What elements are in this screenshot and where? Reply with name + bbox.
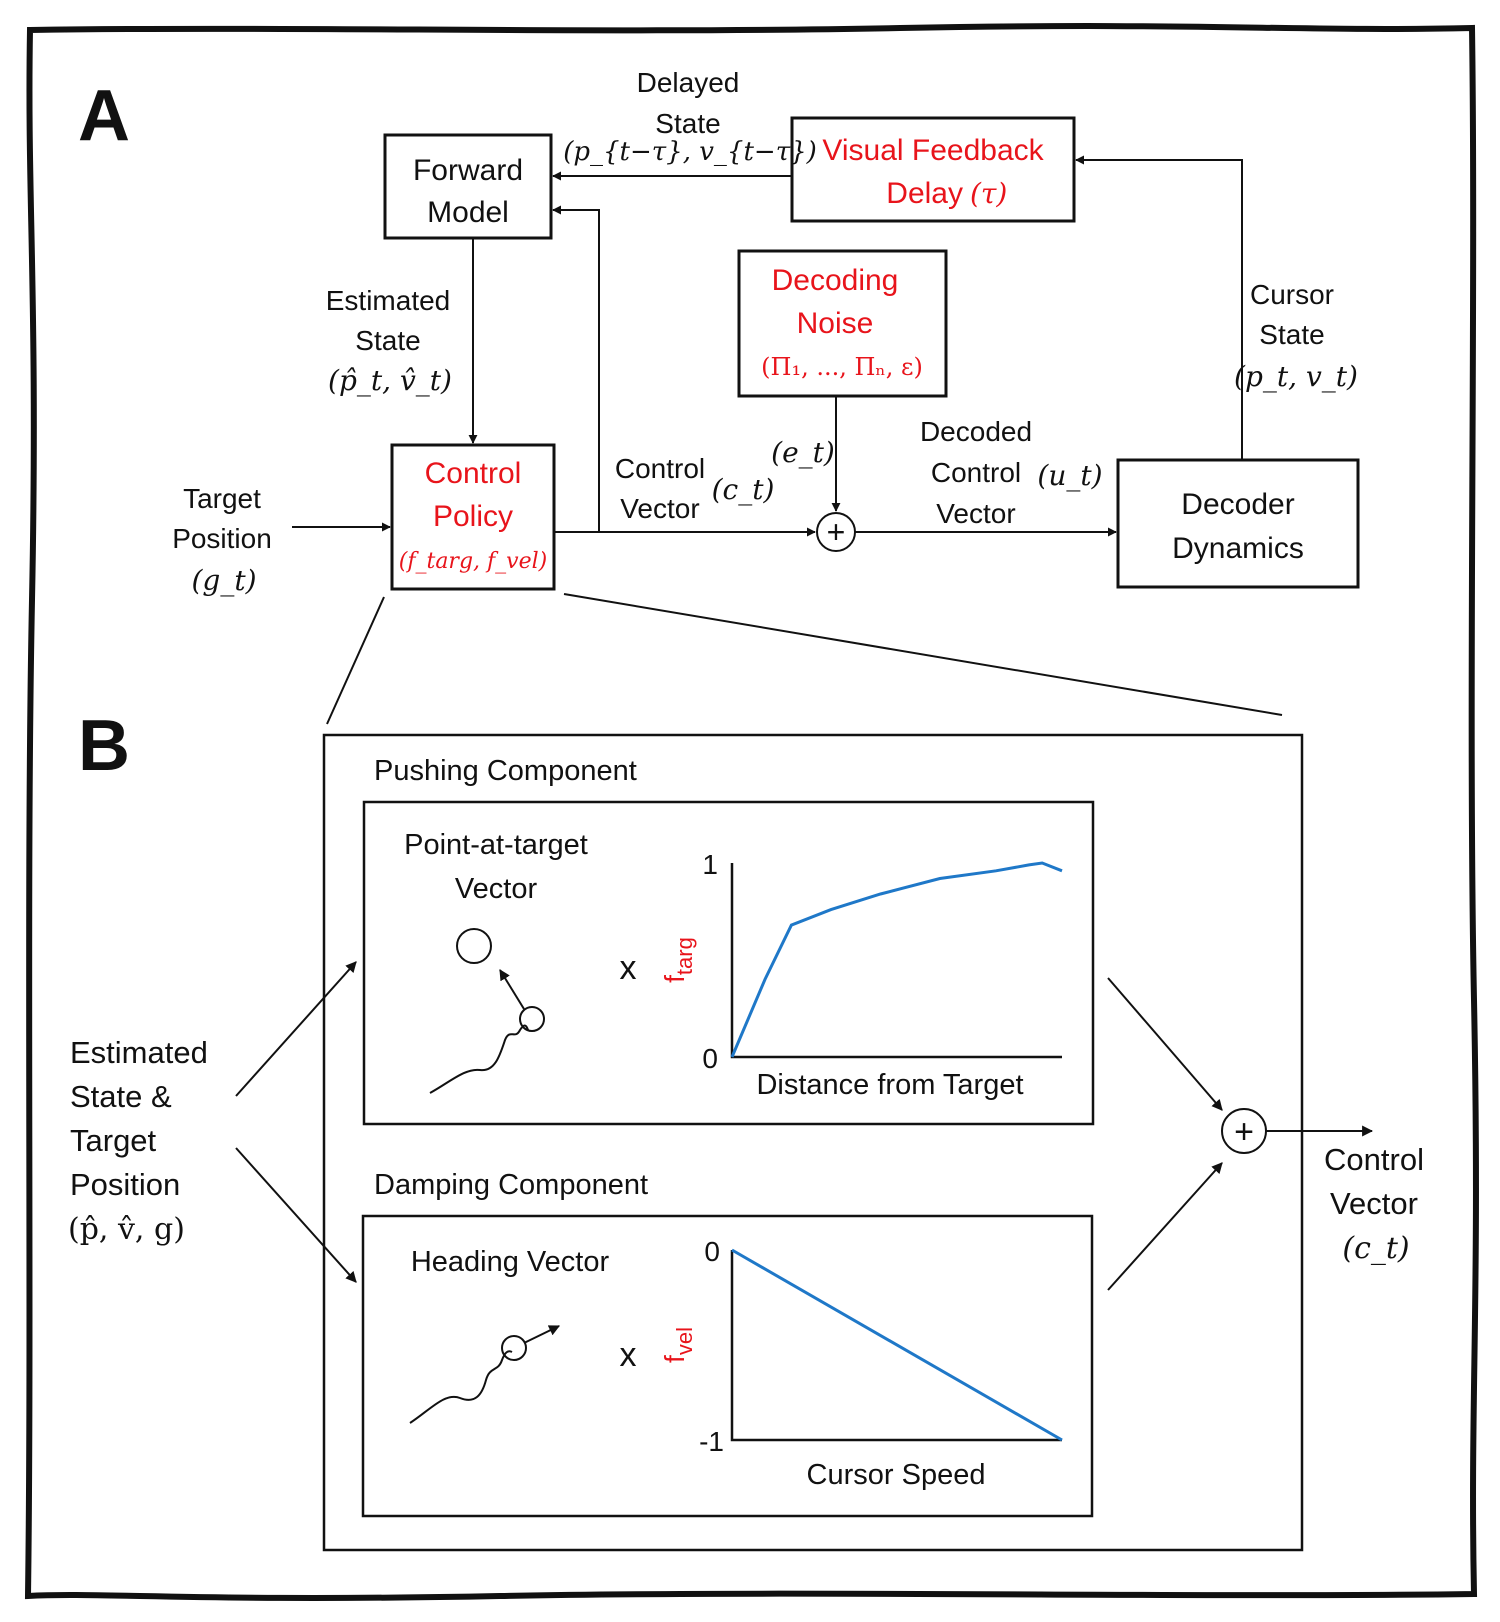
- chart-f-vel-ylabel-sub: vel: [672, 1327, 697, 1355]
- inputs-line3: Target: [70, 1123, 157, 1158]
- control-policy-box: Control Policy (f_targ, f_vel): [390, 443, 556, 591]
- heading-vector-icon: [409, 1325, 560, 1424]
- zoom-line-left: [326, 596, 385, 725]
- control-policy-line1: Control: [425, 457, 522, 490]
- sum-junction-b-symbol: +: [1234, 1113, 1254, 1151]
- chart-f-vel-series-line: [731, 1248, 1063, 1442]
- chart-f-vel-ylabel: fvel: [659, 1327, 697, 1363]
- estimated-state-line2: State: [355, 325, 420, 356]
- chart-f-vel-axes: [730, 1250, 1062, 1442]
- visual-feedback-symbol: (τ): [970, 177, 1007, 210]
- delayed-state-line2: State: [655, 108, 720, 139]
- chart-f-targ-axes: [730, 863, 1062, 1059]
- inputs-line4: Position: [70, 1167, 180, 1202]
- inputs-symbol: (p̂, v̂, g): [68, 1212, 185, 1247]
- outer-frame: [24, 23, 1479, 1601]
- forward-model-box: Forward Model: [383, 133, 553, 240]
- decoder-dynamics-box: Decoder Dynamics: [1116, 458, 1360, 589]
- decoder-dynamics-line1: Decoder: [1181, 488, 1294, 521]
- panel-a-label: A: [78, 76, 130, 156]
- delayed-state-line1: Delayed: [637, 67, 740, 98]
- delayed-state-label: Delayed State (p_{t−τ}, v_{t−τ}): [563, 67, 817, 167]
- cursor-state-symbol: (p_t, v_t): [1234, 360, 1358, 393]
- chart-f-targ-series-line: [730, 861, 1063, 1058]
- estimated-state-line1: Estimated: [326, 285, 451, 316]
- decoded-line2: Control: [931, 457, 1021, 488]
- decoding-noise-symbol: (Π₁, ..., Πₙ, ε): [761, 353, 923, 381]
- panel-a-connectors: [292, 155, 1243, 537]
- target-position-line2: Position: [172, 523, 272, 554]
- control-policy-line2: Policy: [433, 500, 513, 533]
- estimated-state-symbol: (p̂_t, v̂_t): [328, 364, 452, 397]
- decoded-control-vector-label: Decoded Control Vector (u_t): [920, 416, 1103, 529]
- output-line2: Vector: [1330, 1186, 1418, 1221]
- output-label: Control Vector (c_t): [1324, 1142, 1424, 1266]
- decoder-dynamics-line2: Dynamics: [1172, 532, 1304, 565]
- decoding-noise-box: Decoding Noise (Π₁, ..., Πₙ, ε): [737, 249, 948, 398]
- chart-f-targ-ytick-bottom: 0: [702, 1043, 718, 1074]
- target-position-line1: Target: [183, 483, 261, 514]
- cursor-state-line1: Cursor: [1250, 279, 1334, 310]
- decoded-line1: Decoded: [920, 416, 1032, 447]
- zoom-line-right: [563, 593, 1283, 716]
- forward-model-line1: Forward: [413, 154, 523, 187]
- estimated-state-label: Estimated State (p̂_t, v̂_t): [326, 285, 452, 397]
- decoding-noise-line2: Noise: [797, 307, 874, 340]
- sum-junction-a-symbol: +: [827, 514, 846, 550]
- inputs-label: Estimated State & Target Position (p̂, v…: [68, 1035, 208, 1247]
- damping-component-box: [361, 1214, 1094, 1518]
- visual-feedback-delay-box: Visual Feedback Delay (τ): [790, 116, 1076, 223]
- control-vector-a-line2: Vector: [620, 493, 699, 524]
- chart-f-vel: 0 -1 fvel Cursor Speed: [659, 1236, 1063, 1491]
- visual-feedback-line1: Visual Feedback: [822, 134, 1044, 167]
- chart-f-vel-xlabel: Cursor Speed: [807, 1459, 986, 1491]
- chart-f-targ-ylabel: ftarg: [659, 937, 697, 983]
- pushing-component-box: [362, 800, 1095, 1126]
- panel-b-frame: [322, 733, 1304, 1552]
- decoding-noise-line1: Decoding: [772, 264, 899, 297]
- control-policy-symbol: (f_targ, f_vel): [399, 549, 547, 574]
- control-vector-a-line1: Control: [615, 453, 705, 484]
- forward-model-line2: Model: [427, 196, 509, 229]
- times-symbol-pushing: x: [620, 949, 637, 987]
- panel-b-connectors: [235, 961, 1374, 1291]
- cursor-state-line2: State: [1259, 319, 1324, 350]
- control-vector-a-symbol: (c_t): [712, 473, 775, 506]
- chart-f-vel-ytick-top: 0: [704, 1236, 720, 1267]
- noise-term-label: (e_t): [771, 436, 835, 469]
- times-symbol-damping: x: [620, 1336, 637, 1374]
- cursor-state-label: Cursor State (p_t, v_t): [1234, 279, 1358, 393]
- chart-f-targ: 1 0 ftarg Distance from Target: [659, 849, 1063, 1101]
- chart-f-targ-ylabel-sub: targ: [672, 937, 697, 975]
- control-vector-label-a: Control Vector (c_t): [615, 453, 775, 524]
- inputs-line1: Estimated: [70, 1035, 208, 1070]
- decoded-symbol: (u_t): [1037, 459, 1102, 492]
- point-at-target-line2: Vector: [455, 873, 538, 905]
- delayed-state-symbol: (p_{t−τ}, v_{t−τ}): [563, 137, 817, 167]
- chart-f-vel-ytick-bottom: -1: [699, 1426, 724, 1457]
- chart-f-targ-xlabel: Distance from Target: [756, 1069, 1023, 1101]
- output-line1: Control: [1324, 1142, 1424, 1177]
- inputs-line2: State &: [70, 1079, 172, 1114]
- point-at-target-line1: Point-at-target: [404, 829, 588, 861]
- target-position-label: Target Position (g_t): [172, 483, 272, 597]
- visual-feedback-line2: Delay: [886, 177, 963, 210]
- chart-f-targ-ytick-top: 1: [702, 849, 718, 880]
- damping-component-title: Damping Component: [374, 1169, 648, 1201]
- sum-junction-b: +: [1221, 1108, 1267, 1154]
- pushing-component-title: Pushing Component: [374, 755, 637, 787]
- sum-junction-a: +: [816, 512, 856, 552]
- point-at-target-icon: [429, 928, 545, 1094]
- output-symbol: (c_t): [1342, 1231, 1409, 1266]
- panel-b-label: B: [78, 706, 130, 786]
- heading-vector-label: Heading Vector: [411, 1246, 610, 1278]
- decoded-line3: Vector: [936, 498, 1015, 529]
- target-position-symbol: (g_t): [191, 564, 256, 597]
